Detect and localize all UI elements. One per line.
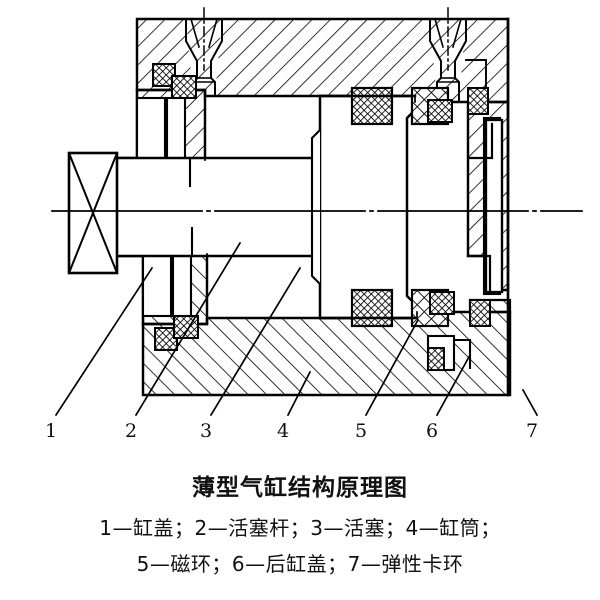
callout-number-5: 5 xyxy=(354,420,368,442)
leader-line-6 xyxy=(435,353,472,417)
figure-legend-line-1: 1—缸盖；2—活塞杆；3—活塞；4—缸筒； xyxy=(99,516,501,540)
rear-head-lower-retainer-detail xyxy=(426,334,456,372)
callout-number-3: 3 xyxy=(199,420,213,442)
rear-head-outer-shoulder xyxy=(453,122,494,370)
leader-line-3 xyxy=(209,266,302,417)
leader-line-7 xyxy=(521,388,539,417)
piston-rod-threaded-end xyxy=(67,151,119,275)
figure-legend-line-2: 5—磁环；6—后缸盖；7—弹性卡环 xyxy=(136,552,464,576)
piston-rod xyxy=(108,156,322,258)
section-detail-strokes xyxy=(204,95,418,319)
callout-number-7: 7 xyxy=(525,420,539,442)
retaining-snap-ring xyxy=(484,17,510,397)
callout-number-6: 6 xyxy=(425,420,439,442)
piston xyxy=(310,94,417,320)
leader-line-5 xyxy=(364,318,420,417)
figure-title: 薄型气缸结构原理图 xyxy=(192,475,408,501)
callout-number-1: 1 xyxy=(44,420,58,442)
callout-leader-lines xyxy=(54,241,539,417)
piston-ring-seat-lines xyxy=(318,94,417,320)
rear-head-seals xyxy=(427,87,491,327)
callout-number-2: 2 xyxy=(124,420,138,442)
port-centerlines xyxy=(203,7,449,71)
air-port-upper-right xyxy=(429,18,467,103)
leader-line-4 xyxy=(286,370,312,417)
leader-line-1 xyxy=(54,266,154,417)
rear-head-upper-detail xyxy=(465,59,487,87)
callout-number-4: 4 xyxy=(276,420,290,442)
piston-ring-group-lower xyxy=(350,288,450,328)
leader-line-2 xyxy=(134,241,242,417)
piston-seal-ring-lower xyxy=(350,288,394,328)
piston-seal-ring-upper xyxy=(350,86,394,126)
